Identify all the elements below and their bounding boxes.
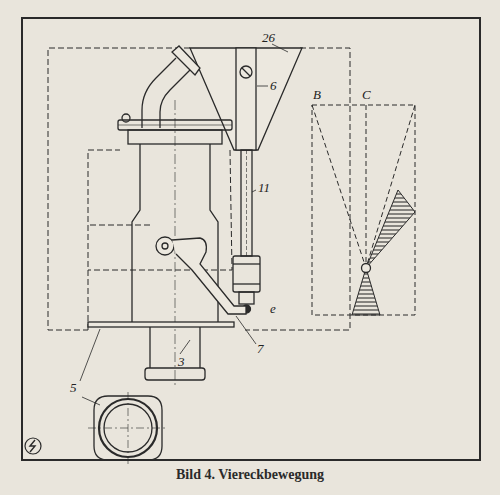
sleeve	[233, 256, 260, 292]
callout-number: 6	[270, 79, 277, 93]
rod	[241, 150, 252, 256]
funnel-strap	[236, 48, 256, 150]
callout-number: 5	[70, 381, 77, 395]
callout-number: 11	[258, 181, 270, 195]
crank-arm	[172, 238, 246, 314]
publisher-logo	[25, 438, 41, 454]
bent-pipe	[142, 58, 176, 128]
plate	[88, 322, 234, 327]
callout-number: B	[313, 88, 321, 102]
callout-number: e	[270, 302, 276, 316]
callout-number: 7	[257, 342, 264, 356]
figure-caption: Bild 4. Viereckbewegung	[0, 467, 500, 483]
callout-number: 26	[262, 31, 275, 45]
figure-frame	[22, 18, 480, 460]
crank-pivot	[156, 237, 174, 255]
callout-number: 3	[178, 355, 185, 369]
housing-outline	[48, 48, 350, 330]
funnel	[190, 48, 302, 150]
motion-diagram	[312, 105, 415, 315]
column	[132, 144, 140, 325]
callout-number: C	[362, 88, 371, 102]
